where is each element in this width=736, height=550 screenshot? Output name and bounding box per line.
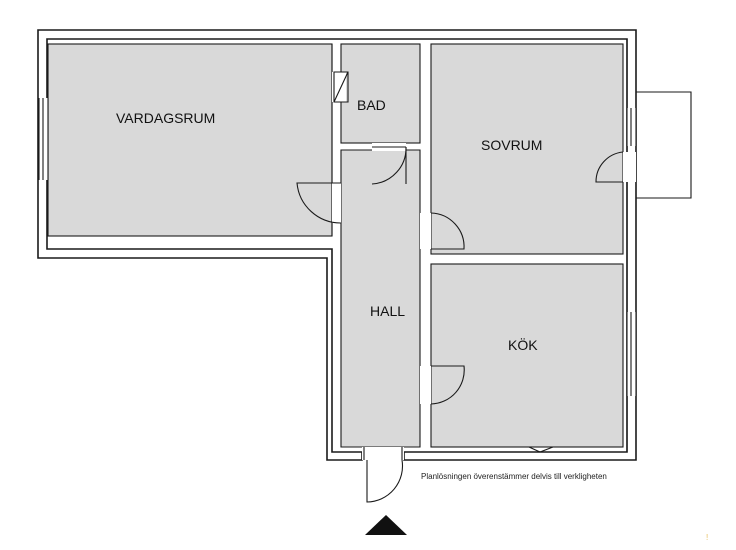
doors	[296, 71, 636, 503]
disclaimer-text: Planlösningen överenstämmer delvis till …	[421, 472, 607, 481]
balcony	[636, 91, 692, 199]
label-hall: HALL	[370, 303, 405, 319]
room-bad	[341, 44, 420, 143]
label-bad: BAD	[357, 97, 386, 113]
label-sovrum: SOVRUM	[481, 137, 542, 153]
room-vardagsrum	[48, 44, 332, 236]
windows	[38, 98, 637, 396]
entrance-arrow-icon	[365, 515, 407, 535]
outer-wall	[37, 29, 637, 461]
room-kok	[431, 264, 623, 447]
label-kok: KÖK	[508, 336, 538, 353]
label-vardagsrum: VARDAGSRUM	[116, 110, 215, 126]
corner-mark: !	[706, 533, 708, 542]
room-sovrum	[431, 44, 623, 254]
room-hall	[341, 150, 420, 447]
